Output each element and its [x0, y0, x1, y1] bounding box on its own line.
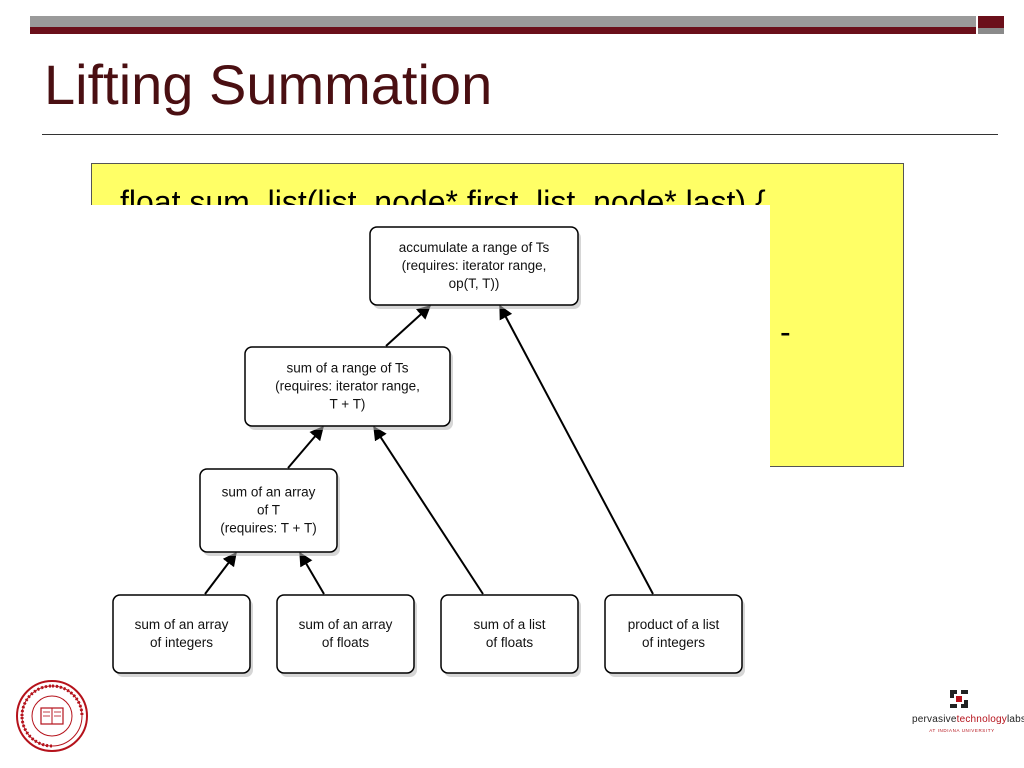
diagram-node-sum-array-float: sum of an array of floats — [276, 594, 417, 677]
node-label-line: (requires: iterator range, — [275, 379, 420, 394]
node-box — [112, 594, 251, 674]
dependency-diagram: accumulate a range of Ts (requires: itera… — [78, 205, 770, 697]
ptl-name: pervasivetechnologylabs — [912, 714, 1024, 725]
edges-layer — [204, 304, 654, 595]
node-label-line: sum of an array — [299, 617, 393, 632]
node-box — [244, 346, 451, 427]
node-label-line: op(T, T)) — [449, 276, 500, 291]
node-label-line: accumulate a range of Ts — [399, 240, 550, 255]
node-label-line: of integers — [642, 635, 705, 650]
ptl-mark-icon — [950, 690, 968, 708]
diagram-node-product-list-int: product of a list of integers — [604, 594, 745, 677]
title-divider — [42, 134, 998, 135]
corner-accent-red — [978, 16, 1004, 28]
node-label-line: sum of a range of Ts — [286, 361, 408, 376]
code-line-fragment: - — [780, 314, 791, 350]
node-label-line: (requires: iterator range, — [402, 258, 547, 273]
node-box — [604, 594, 743, 674]
edge-sum_array_int-to-sum_array_T — [204, 551, 237, 595]
ptl-subtitle: AT INDIANA UNIVERSITY — [929, 728, 995, 733]
node-box — [369, 226, 579, 306]
pervasive-technology-labs-logo: pervasivetechnologylabs AT INDIANA UNIVE… — [912, 690, 1024, 748]
node-label-line: of T — [257, 503, 280, 518]
node-label-line: of integers — [150, 635, 213, 650]
edge-product_list_int-to-accumulate — [499, 304, 654, 595]
node-box — [440, 594, 579, 674]
node-label-line: of floats — [486, 635, 534, 650]
edge-sum_array_float-to-sum_array_T — [299, 551, 325, 595]
edge-sum_array_T-to-sum_range — [287, 425, 324, 469]
node-label-line: of floats — [322, 635, 370, 650]
node-label-line: sum of an array — [135, 617, 229, 632]
diagram-node-sum-array-int: sum of an array of integers — [112, 594, 253, 677]
diagram-canvas: accumulate a range of Ts (requires: itera… — [112, 226, 745, 677]
ptl-name-part2: technology — [956, 714, 1007, 725]
diagram-node-sum-list-float: sum of a list of floats — [440, 594, 581, 677]
node-label-line: sum of an array — [222, 485, 316, 500]
nodes-layer: accumulate a range of Ts (requires: itera… — [112, 226, 745, 677]
edge-sum_range-to-accumulate — [385, 305, 432, 347]
edge-sum_list_float-to-sum_range — [373, 425, 484, 595]
university-seal-icon — [16, 680, 88, 752]
node-box — [199, 468, 338, 553]
node-label-line: T + T) — [330, 397, 366, 412]
node-label-line: sum of a list — [473, 617, 545, 632]
top-decorative-bar-red — [30, 27, 976, 34]
node-box — [276, 594, 415, 674]
ptl-name-part1: pervasive — [912, 714, 957, 725]
diagram-node-sum-array-T: sum of an array of T (requires: T + T) — [199, 468, 340, 556]
slide-title: Lifting Summation — [44, 53, 493, 116]
ptl-name-part3: labs — [1006, 714, 1024, 725]
node-label-line: (requires: T + T) — [220, 521, 316, 536]
top-decorative-bar-gray — [30, 16, 976, 27]
diagram-node-accumulate: accumulate a range of Ts (requires: itera… — [369, 226, 581, 309]
corner-accent-gray — [978, 28, 1004, 34]
node-label-line: product of a list — [628, 617, 720, 632]
diagram-node-sum-range: sum of a range of Ts (requires: iterator … — [244, 346, 453, 430]
